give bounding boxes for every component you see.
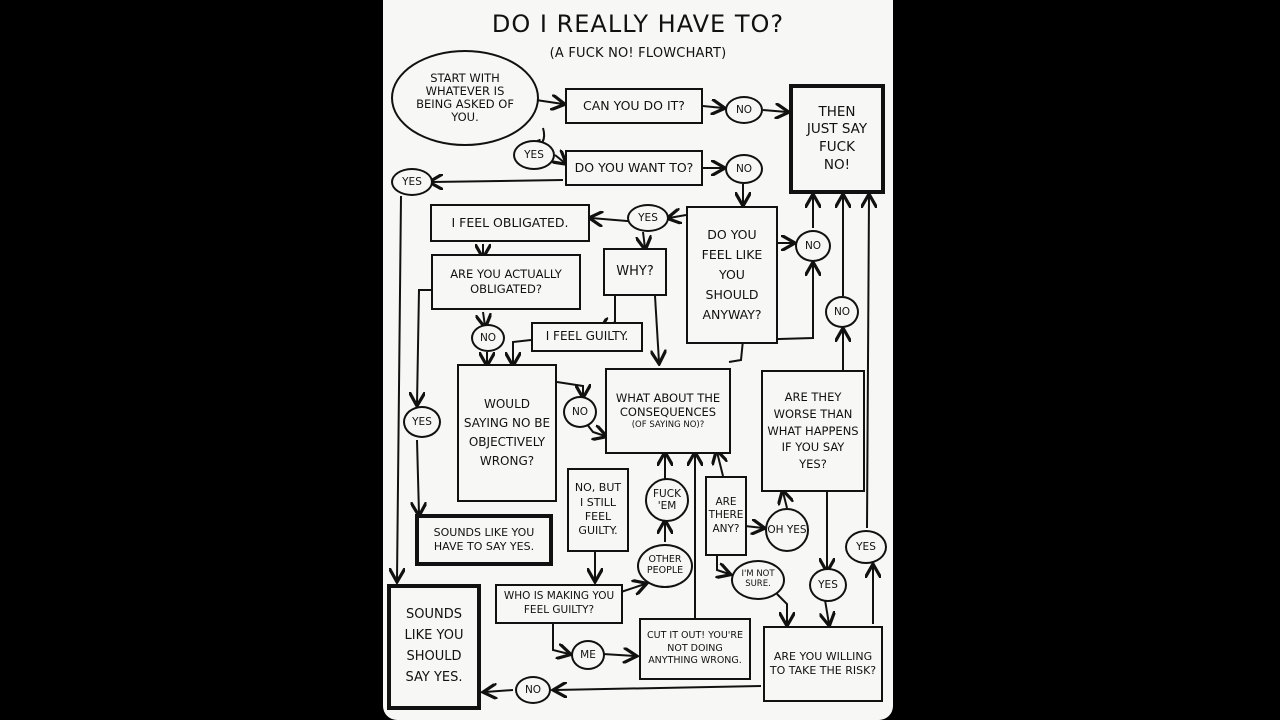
no-but-guilty-box: No, but I still feel guilty. bbox=[567, 468, 629, 552]
willing-risk-box: Are you willing to take the risk? bbox=[763, 626, 883, 702]
no-oval-2: No bbox=[725, 154, 763, 184]
i-feel-guilty-box: I feel guilty. bbox=[531, 322, 643, 352]
other-people-oval: Other people bbox=[637, 544, 693, 588]
flowchart-title: Do I really have to? bbox=[491, 10, 785, 38]
yes-oval-1: Yes bbox=[513, 140, 555, 170]
start-node: Start with whatever is being asked of yo… bbox=[391, 50, 539, 146]
yes-oval-5: Yes bbox=[845, 530, 887, 564]
who-making-box: Who is making you feel guilty? bbox=[495, 584, 623, 624]
cut-it-out-box: Cut it out! You're not doing anything wr… bbox=[639, 618, 751, 680]
consequences-small-text: (of saying no)? bbox=[631, 420, 705, 431]
actually-obligated-box: Are you actually obligated? bbox=[431, 254, 581, 310]
yes-oval-6: Yes bbox=[809, 568, 847, 602]
flowchart-subtitle: (a fuck no! flowchart) bbox=[549, 46, 727, 61]
oh-yes-oval: Oh yes bbox=[765, 508, 809, 552]
consequences-box: What about the consequences (of saying n… bbox=[605, 368, 731, 454]
yes-oval-4: Yes bbox=[403, 406, 441, 438]
would-saying-no-box: Would saying no be objectively wrong? bbox=[457, 364, 557, 502]
consequences-text: What about the consequences bbox=[615, 390, 721, 420]
no-oval-3: No bbox=[795, 230, 831, 262]
no-oval-7: No bbox=[515, 676, 551, 704]
yes-oval-2: Yes bbox=[391, 168, 433, 196]
no-oval-5: No bbox=[825, 296, 859, 328]
flowchart-card: Do I really have to? (a fuck no! flowcha… bbox=[383, 0, 893, 720]
are-there-any-box: Are there any? bbox=[705, 476, 747, 556]
fuck-em-oval: Fuck 'em bbox=[645, 478, 689, 522]
feel-like-should-box: Do you feel like you should anyway? bbox=[686, 206, 778, 344]
connector-lines bbox=[383, 0, 893, 720]
why-box: Why? bbox=[603, 248, 667, 296]
me-oval: Me bbox=[571, 640, 605, 670]
no-oval-4: No bbox=[471, 324, 505, 352]
worse-than-box: Are they worse than what happens if you … bbox=[761, 370, 865, 492]
can-you-do-it-box: Can you do it? bbox=[565, 88, 703, 124]
yes-oval-3: Yes bbox=[627, 204, 669, 232]
no-oval-6: No bbox=[563, 396, 597, 428]
do-you-want-to-box: Do you want to? bbox=[565, 150, 703, 186]
say-fuck-no-box: Then just say fuck no! bbox=[789, 84, 885, 194]
should-say-yes-box: Sounds like you should say yes. bbox=[387, 584, 481, 710]
have-to-say-yes-box: Sounds like you have to say yes. bbox=[415, 514, 553, 566]
not-sure-oval: I'm not sure. bbox=[731, 560, 785, 600]
i-feel-obligated-box: I feel obligated. bbox=[430, 204, 590, 242]
no-oval-1: No bbox=[725, 96, 763, 124]
